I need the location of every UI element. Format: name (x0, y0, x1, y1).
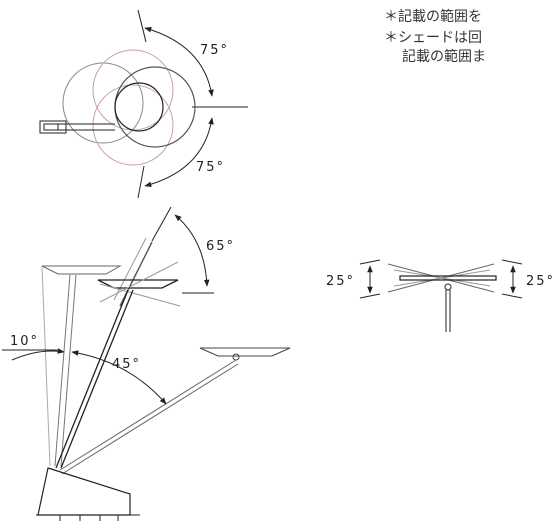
base-feet (59, 515, 119, 521)
front-shade-edge-b (393, 269, 491, 287)
top-arc-upper (144, 27, 214, 97)
front-shade-level (399, 275, 497, 281)
shade-inner-ring (114, 82, 164, 132)
pole-lowered-b (60, 289, 134, 469)
top-arc-lower (144, 117, 214, 188)
angle-label-pole-lean: 45° (112, 357, 141, 372)
tilt-arc (174, 214, 210, 287)
lean-45-arc (71, 350, 167, 405)
pole-upright-b (60, 274, 77, 467)
pole-vertical-ref (41, 265, 51, 467)
note-line-3: 記載の範囲ま (402, 49, 486, 65)
angle-label-front-right: 25° (526, 274, 555, 289)
angle-label-shade-tilt: 65° (206, 239, 235, 254)
arm-base-block (39, 120, 67, 134)
lamp-base (37, 467, 131, 516)
note-line-1: ＊記載の範囲を (384, 9, 482, 25)
shade-swing-lines (99, 261, 181, 307)
front-joint (444, 283, 452, 291)
shade-upright-position (41, 265, 122, 275)
front-left-top-tick (359, 259, 381, 265)
lean-10-arc (11, 348, 65, 361)
front-right-bottom-tick (501, 293, 523, 299)
pole-upright-a (54, 274, 71, 467)
shade-outline-main (114, 66, 196, 148)
side-view (2, 206, 291, 521)
pole-leaned-b (61, 363, 239, 475)
shade-far-joint (232, 353, 240, 361)
angle-label-pole-base: 10° (10, 334, 39, 349)
shade-lowered-position (97, 279, 179, 289)
angle-label-front-left: 25° (326, 274, 355, 289)
shade-outline-rotated-lower (92, 84, 174, 166)
shade-far-position (199, 347, 291, 357)
shade-tilted-edge (113, 237, 147, 301)
top-reference-line-upper (137, 9, 147, 43)
pole-leaned-a (59, 359, 237, 471)
front-left-bottom-tick (359, 293, 381, 299)
top-view (39, 9, 248, 199)
angle-label-top-down: 75° (196, 160, 225, 175)
tilt-reference-line (151, 206, 172, 242)
front-view (359, 259, 523, 332)
note-line-2: ＊シェードは回 (384, 30, 482, 46)
angle-label-top-up: 75° (200, 43, 229, 58)
top-reference-line-lower (137, 165, 145, 199)
arm-base-slot (43, 123, 59, 131)
front-right-top-tick (501, 259, 523, 265)
